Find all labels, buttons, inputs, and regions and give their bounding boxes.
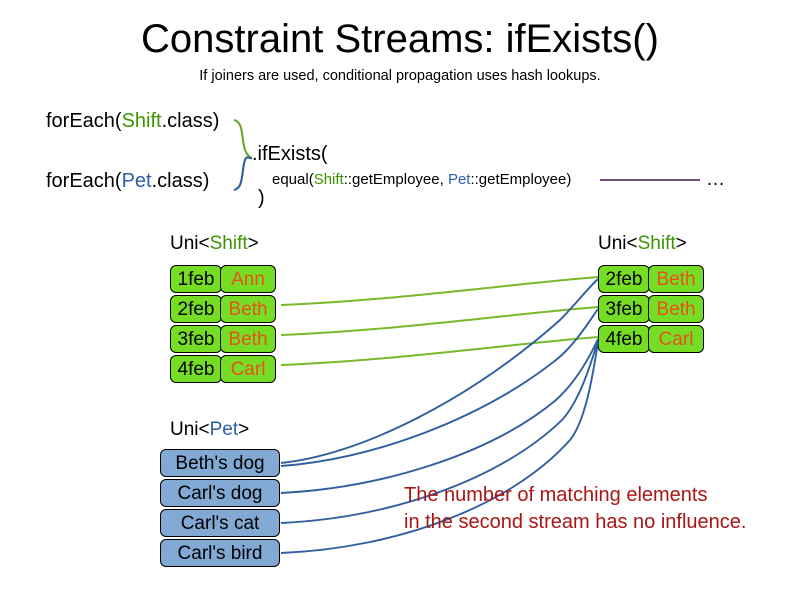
list-item[interactable]: Carl's cat	[160, 509, 280, 537]
code-equal-right-ref: ::getEmployee)	[470, 171, 572, 188]
shift-name-cell: Beth	[220, 295, 276, 323]
shift-name-cell: Carl	[220, 355, 276, 383]
stream-label-type: Shift	[209, 233, 248, 254]
code-foreach-pet-type: Pet	[121, 170, 152, 192]
stream-label-suffix: >	[675, 233, 687, 254]
stream-label-pet-left: Uni<Pet>	[170, 418, 249, 441]
code-foreach-shift-type: Shift	[121, 110, 162, 132]
shift-date-cell: 2feb	[170, 295, 222, 323]
stream-label-prefix: Uni<	[170, 419, 210, 440]
match-line-shift-3feb	[280, 306, 599, 336]
code-close-paren: )	[258, 187, 265, 209]
shift-name-cell: Beth	[220, 325, 276, 353]
stream-label-suffix: >	[247, 233, 259, 254]
list-item[interactable]: Carl's dog	[160, 479, 280, 507]
shift-date-cell: 1feb	[170, 265, 222, 293]
list-item[interactable]: Carl's bird	[160, 539, 280, 567]
table-row[interactable]: 4feb Carl	[170, 355, 276, 383]
table-row[interactable]: 4feb Carl	[598, 325, 704, 353]
code-foreach-pet: forEach(Pet.class)	[46, 169, 209, 193]
stream-label-prefix: Uni<	[170, 233, 210, 254]
table-row[interactable]: 3feb Beth	[170, 325, 276, 353]
match-curve-carls-dog-4feb	[280, 338, 599, 494]
code-equal-prefix: equal(	[272, 171, 314, 188]
match-curve-beths-dog-2feb	[280, 278, 599, 464]
shift-date-cell: 4feb	[170, 355, 222, 383]
stream-label-shift-left: Uni<Shift>	[170, 232, 259, 255]
shift-name-cell: Beth	[648, 265, 704, 293]
page-title: Constraint Streams: ifExists()	[141, 17, 659, 61]
code-foreach-shift-prefix: forEach(	[46, 110, 122, 132]
table-row[interactable]: 2feb Beth	[170, 295, 276, 323]
code-equal-left-ref: ::getEmployee,	[343, 171, 448, 188]
table-row[interactable]: 1feb Ann	[170, 265, 276, 293]
annotation-note: The number of matching elements in the se…	[404, 482, 746, 536]
annotation-line-2: in the second stream has no influence.	[404, 511, 747, 533]
shift-name-cell: Ann	[220, 265, 276, 293]
code-ifexists: .ifExists(	[252, 143, 328, 165]
stream-label-type: Shift	[637, 233, 676, 254]
shift-date-cell: 2feb	[598, 265, 650, 293]
code-foreach-shift-suffix: .class)	[161, 110, 220, 132]
annotation-line-1: The number of matching elements	[404, 484, 708, 506]
stream-label-shift-right: Uni<Shift>	[598, 232, 687, 255]
code-equal-joiner: equal(Shift::getEmployee, Pet::getEmploy…	[272, 170, 571, 189]
code-equal-right-type: Pet	[447, 171, 471, 188]
pet-cell: Beth's dog	[160, 449, 280, 477]
table-row[interactable]: 3feb Beth	[598, 295, 704, 323]
shift-date-cell: 3feb	[598, 295, 650, 323]
shift-date-cell: 3feb	[170, 325, 222, 353]
brace-lower-blue	[233, 156, 253, 192]
code-foreach-shift: forEach(Shift.class)	[46, 109, 219, 133]
shift-name-cell: Carl	[648, 325, 704, 353]
code-foreach-pet-prefix: forEach(	[46, 170, 122, 192]
table-row[interactable]: 2feb Beth	[598, 265, 704, 293]
code-equal-left-type: Shift	[313, 171, 344, 188]
brace-upper-green	[233, 118, 253, 159]
pet-cell: Carl's cat	[160, 509, 280, 537]
match-line-shift-2feb	[280, 276, 599, 306]
page-subtitle: If joiners are used, conditional propaga…	[199, 68, 601, 84]
stream-label-type: Pet	[209, 419, 239, 440]
stream-label-suffix: >	[238, 419, 250, 440]
stream-label-prefix: Uni<	[598, 233, 638, 254]
code-foreach-pet-suffix: .class)	[151, 170, 210, 192]
shift-name-cell: Beth	[648, 295, 704, 323]
match-curve-beths-dog-3feb	[280, 308, 599, 467]
shift-date-cell: 4feb	[598, 325, 650, 353]
code-ellipsis: …	[706, 169, 725, 190]
list-item[interactable]: Beth's dog	[160, 449, 280, 477]
pet-cell: Carl's dog	[160, 479, 280, 507]
pet-cell: Carl's bird	[160, 539, 280, 567]
match-line-shift-4feb	[280, 336, 599, 366]
